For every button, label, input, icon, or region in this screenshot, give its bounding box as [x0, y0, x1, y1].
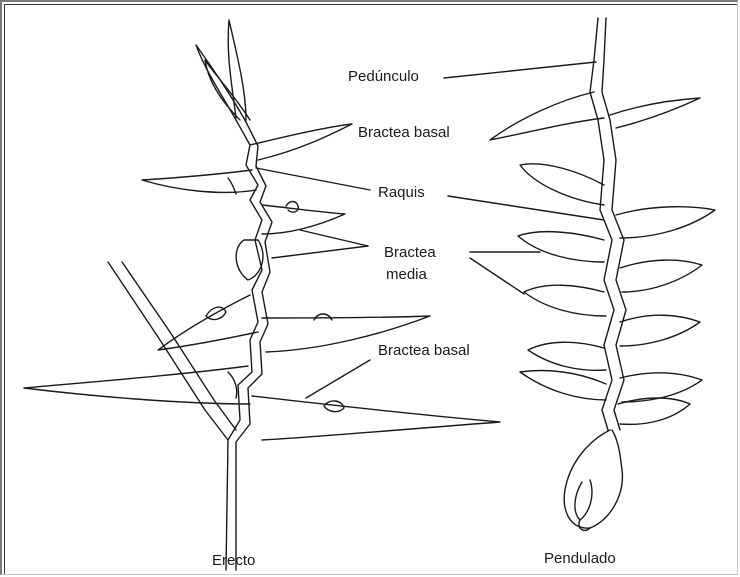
- label-erecto: Erecto: [212, 552, 255, 569]
- pendulous-bract-5: [524, 285, 606, 316]
- pendulous-bract-10: [618, 398, 690, 424]
- erect-flowers-3: [286, 202, 298, 213]
- erect-rachis-left: [226, 120, 262, 570]
- label-bractea-media-line2: media: [386, 266, 427, 283]
- pendulous-bract-4: [620, 260, 702, 292]
- label-raquis: Raquis: [378, 184, 425, 201]
- erect-node-bulb: [236, 240, 263, 280]
- pendulous-bract-3: [518, 232, 604, 262]
- pendulous-basal-bract: [490, 92, 604, 140]
- pendulous-basal-bract-2: [610, 98, 700, 128]
- erect-top-bract-2: [228, 20, 246, 120]
- erect-top-bract-1: [196, 45, 246, 122]
- pendulous-bract-7: [528, 342, 606, 370]
- erect-bract-3: [262, 205, 345, 234]
- leader-pedunculo: [444, 62, 596, 78]
- label-bractea-basal-top: Bractea basal: [358, 124, 450, 141]
- pendulous-terminal-bud: [564, 430, 622, 528]
- leader-raquis: [256, 168, 370, 190]
- erect-bract-4: [158, 295, 258, 350]
- erect-bract-7: [252, 396, 500, 440]
- label-pendulado: Pendulado: [544, 550, 616, 567]
- pendulous-rachis-right: [612, 160, 626, 430]
- erect-bract-2: [142, 170, 256, 192]
- erect-bract-6: [24, 366, 250, 404]
- leader-bractea-media-left: [272, 246, 368, 258]
- leader-bractea-media-left-2: [300, 230, 368, 246]
- erect-rachis-right: [236, 122, 272, 570]
- label-bractea-basal-bottom: Bractea basal: [378, 342, 470, 359]
- erect-flowers-5: [314, 314, 332, 320]
- pendulous-bract-6: [620, 315, 700, 346]
- leader-bractea-basal-bottom: [306, 360, 370, 398]
- pendulous-terminal-bud-tip: [579, 520, 590, 530]
- label-bractea-media-line1: Bractea: [384, 244, 436, 261]
- erect-bract-1: [250, 124, 352, 160]
- pendulous-bract-9: [520, 371, 606, 401]
- erect-bract-2-fold: [228, 178, 236, 194]
- pendulous-rachis-left: [600, 160, 614, 430]
- leader-bractea-media-right-2: [470, 258, 524, 294]
- pendulous-bract-1: [520, 164, 604, 205]
- erect-bract-6-fold: [228, 372, 237, 398]
- pendulous-bract-2: [616, 207, 715, 238]
- label-pedunculo: Pedúnculo: [348, 68, 419, 85]
- pendulous-terminal-bud-inner: [575, 480, 592, 520]
- pendulous-peduncle-right: [602, 18, 616, 160]
- erect-inflorescence: [24, 20, 500, 570]
- pendulous-inflorescence: [444, 18, 715, 530]
- erect-side-stem-a: [108, 262, 228, 440]
- erect-side-stem-b: [122, 262, 236, 430]
